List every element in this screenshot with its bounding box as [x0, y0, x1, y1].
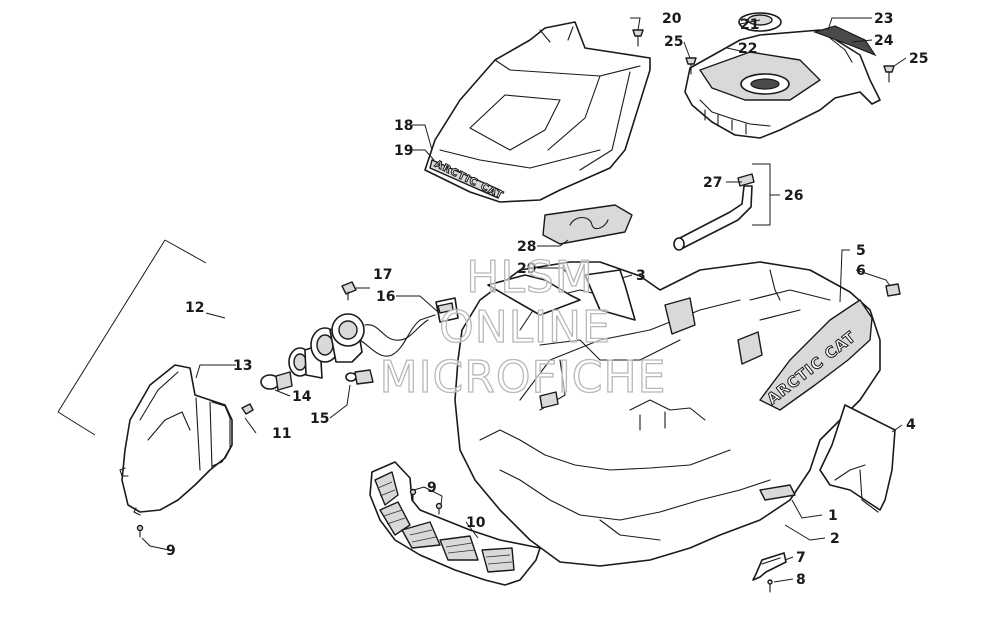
inner-panel [487, 269, 636, 321]
callout-8: 8 [796, 572, 806, 588]
screw-9-headlight [136, 524, 144, 538]
screw-8 [767, 579, 773, 593]
callout-25-right: 25 [909, 51, 928, 67]
callout-23: 23 [874, 11, 893, 27]
callout-20: 20 [662, 11, 682, 27]
fender-extension [819, 404, 896, 513]
leader-lines [57, 17, 907, 583]
screw-17 [341, 281, 357, 301]
screw-9-lower [435, 502, 443, 515]
watermark-line-2: ONLINE [439, 302, 611, 353]
bulb-socket-11 [241, 403, 254, 415]
bulb-socket-boot [288, 297, 459, 379]
screw-20 [632, 29, 644, 47]
callout-29: 29 [517, 261, 536, 277]
watermark: HLSM ONLINE MICROFICHE [379, 251, 667, 403]
callout-11: 11 [272, 426, 291, 442]
callout-7: 7 [796, 550, 806, 566]
callout-24: 24 [874, 33, 894, 49]
screw-25-left [685, 57, 697, 75]
callout-18: 18 [394, 118, 413, 134]
callout-6: 6 [856, 263, 866, 279]
callout-10: 10 [466, 515, 486, 531]
screw-9-upper [409, 488, 417, 501]
callout-2: 2 [830, 531, 840, 547]
small-bulb [345, 369, 374, 385]
callout-13: 13 [233, 358, 252, 374]
callout-19: 19 [394, 143, 413, 159]
callout-27: 27 [703, 175, 722, 191]
seat-assembly: ARCTIC CAT [424, 21, 651, 203]
headlight-housing [119, 364, 233, 516]
strap [752, 552, 787, 581]
callout-5: 5 [856, 243, 866, 259]
callout-22: 22 [738, 41, 757, 57]
callout-labels: 1 2 3 4 5 6 7 8 9 9 10 11 12 13 14 15 16… [166, 11, 928, 588]
emblem [542, 204, 633, 245]
callout-26: 26 [784, 188, 803, 204]
callout-1: 1 [828, 508, 838, 524]
front-fender: ARCTIC CAT [454, 261, 881, 567]
callout-14: 14 [292, 389, 312, 405]
callout-4: 4 [906, 417, 916, 433]
headlight-bulb [260, 371, 293, 391]
callout-9-headlight: 9 [166, 543, 176, 559]
callout-21: 21 [740, 17, 759, 33]
screw-25-right [883, 65, 895, 83]
clip-6 [885, 283, 901, 297]
watermark-line-3: MICROFICHE [380, 352, 667, 403]
watermark-line-1: HLSM [466, 252, 594, 303]
callout-16: 16 [376, 289, 395, 305]
vent-hose [673, 173, 755, 251]
callout-25-left: 25 [664, 34, 683, 50]
callout-28: 28 [517, 239, 536, 255]
front-grille [369, 461, 541, 586]
rear-rack-cover [684, 12, 881, 139]
callout-9-grille: 9 [427, 480, 437, 496]
callout-12: 12 [185, 300, 204, 316]
callout-3: 3 [636, 268, 646, 284]
callout-17: 17 [373, 267, 392, 283]
callout-15: 15 [310, 411, 329, 427]
